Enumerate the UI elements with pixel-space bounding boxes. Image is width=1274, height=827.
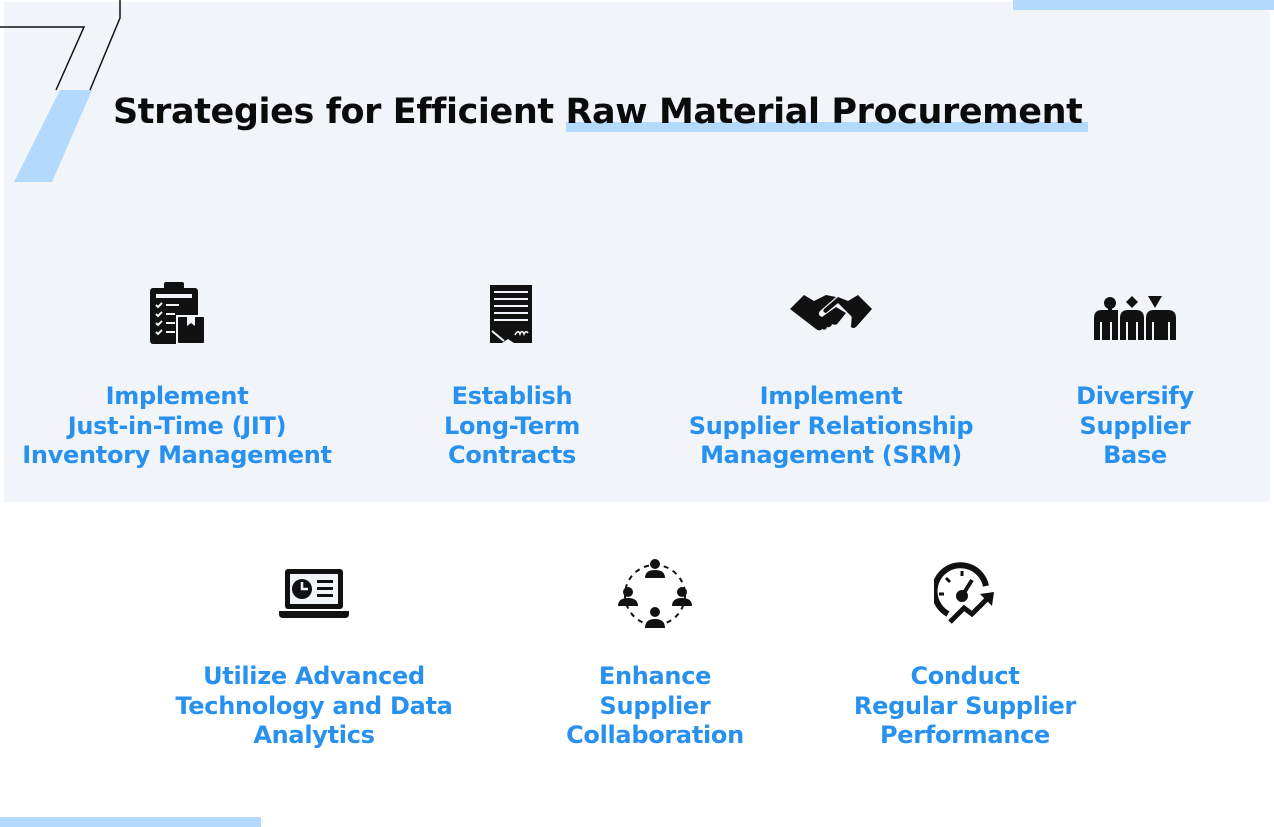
- strategy-label: Implement Just-in-Time (JIT) Inventory M…: [17, 382, 337, 471]
- contract-document-icon: [467, 282, 557, 346]
- strategy-label: Establish Long-Term Contracts: [392, 382, 632, 471]
- strategy-card-diversify: Diversify Supplier Base: [1050, 282, 1220, 482]
- label-line: Technology and Data: [175, 691, 453, 720]
- strategy-card-jit: Implement Just-in-Time (JIT) Inventory M…: [17, 282, 337, 482]
- clipboard-checklist-icon: [132, 282, 222, 346]
- top-panel: [4, 2, 1270, 502]
- label-line: Management (SRM): [700, 441, 962, 469]
- accent-bar-bottom: [0, 817, 261, 827]
- strategy-card-contracts: Establish Long-Term Contracts: [392, 282, 632, 482]
- label-line: Supplier: [599, 691, 711, 720]
- strategy-label: Enhance Supplier Collaboration: [535, 662, 775, 751]
- label-line: Performance: [880, 721, 1050, 749]
- title-part-2: Raw Material Procurement: [565, 92, 1089, 132]
- label-line: Inventory Management: [22, 441, 332, 469]
- performance-gauge-icon: [920, 562, 1010, 626]
- laptop-analytics-icon: [269, 562, 359, 626]
- label-line: Just-in-Time (JIT): [67, 411, 287, 440]
- label-line: Utilize Advanced: [203, 662, 425, 690]
- title-part-1: Strategies for Efficient: [113, 92, 566, 132]
- strategy-card-performance: Conduct Regular Supplier Performance: [845, 562, 1085, 762]
- label-line: Regular Supplier: [853, 691, 1077, 720]
- page-title: Strategies for Efficient Raw Material Pr…: [113, 92, 1089, 132]
- label-line: Collaboration: [566, 721, 744, 749]
- strategy-card-collaboration: Enhance Supplier Collaboration: [535, 559, 775, 762]
- label-line: Supplier: [1079, 411, 1191, 440]
- label-line: Diversify: [1076, 382, 1194, 410]
- label-line: Enhance: [598, 662, 712, 690]
- diverse-people-icon: [1090, 282, 1180, 346]
- number-seven-decoration: [0, 0, 121, 182]
- label-line: Long-Term: [443, 411, 581, 440]
- label-line: Implement: [105, 382, 249, 410]
- strategy-label: Diversify Supplier Base: [1050, 382, 1220, 471]
- strategy-card-srm: Implement Supplier Relationship Manageme…: [681, 282, 981, 482]
- strategy-card-technology: Utilize Advanced Technology and Data Ana…: [164, 562, 464, 762]
- label-line: Analytics: [253, 721, 375, 749]
- strategy-label: Utilize Advanced Technology and Data Ana…: [164, 662, 464, 751]
- strategy-label: Conduct Regular Supplier Performance: [845, 662, 1085, 751]
- label-line: Supplier Relationship: [688, 411, 974, 440]
- handshake-icon: [786, 282, 876, 346]
- label-line: Establish: [451, 382, 573, 410]
- label-line: Conduct: [910, 662, 1020, 690]
- accent-bar-top: [1013, 0, 1274, 10]
- label-line: Contracts: [448, 441, 576, 469]
- label-line: Implement: [759, 382, 903, 410]
- team-collaboration-icon: [610, 558, 700, 632]
- strategy-label: Implement Supplier Relationship Manageme…: [681, 382, 981, 471]
- label-line: Base: [1103, 441, 1167, 469]
